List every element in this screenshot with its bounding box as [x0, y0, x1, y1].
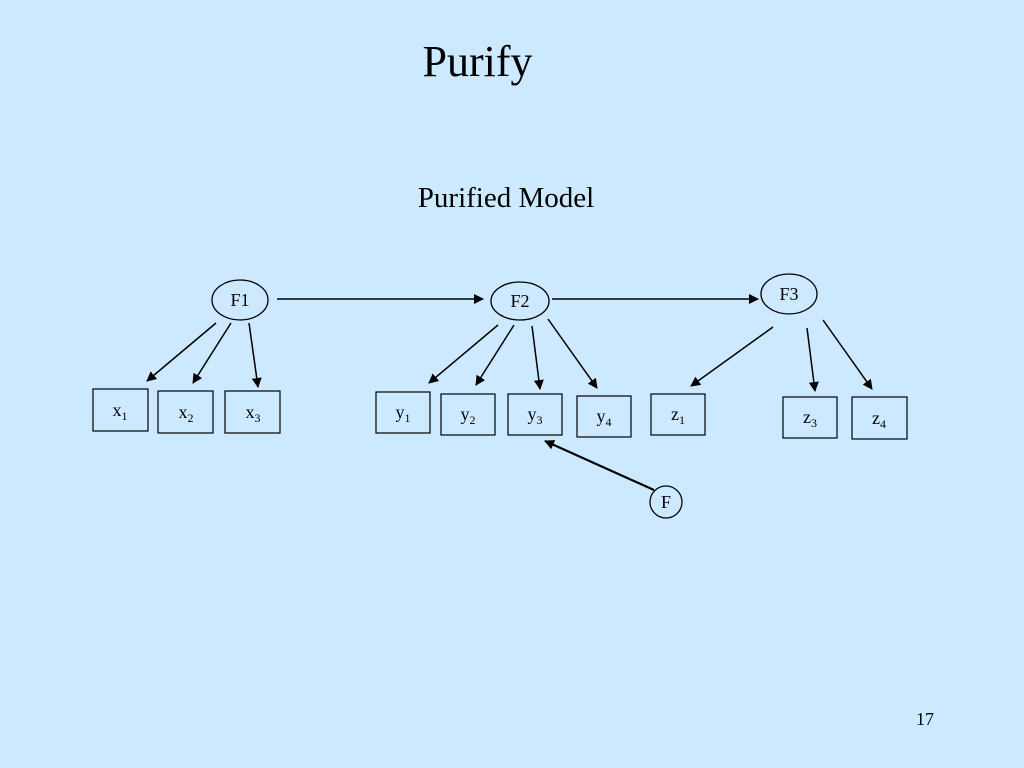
svg-text:y3: y3	[528, 404, 543, 427]
indicator-y4-label: y	[597, 406, 606, 426]
indicator-z3: z3	[782, 396, 838, 439]
indicator-y2-subscript: 2	[470, 413, 476, 427]
indicator-x2-label: x	[179, 402, 188, 422]
slide-title: Purify	[422, 37, 533, 86]
indicator-y3-subscript: 3	[537, 413, 543, 427]
indicator-z1-label: z	[671, 404, 679, 424]
edge-f2-to-y2	[475, 324, 515, 386]
indicator-z4-subscript: 4	[880, 417, 886, 431]
edge-f2-to-y1	[428, 324, 499, 384]
svg-text:x2: x2	[179, 402, 194, 425]
edge-f2-to-y4	[547, 318, 598, 389]
indicator-z4: z4	[851, 396, 908, 440]
svg-text:x1: x1	[113, 400, 128, 423]
factor-f3: F3	[760, 273, 818, 315]
indicator-z3-subscript: 3	[811, 416, 817, 430]
edge-f3-to-z4	[822, 319, 873, 390]
indicator-x3-subscript: 3	[255, 411, 261, 425]
factor-f1-label: F1	[230, 290, 249, 310]
svg-text:y4: y4	[597, 406, 612, 429]
edge-f1-to-x2	[192, 322, 232, 384]
indicator-y3: y3	[507, 393, 563, 436]
indicator-y4-subscript: 4	[606, 415, 612, 429]
indicator-y1-subscript: 1	[405, 411, 411, 425]
indicator-x2: x2	[157, 390, 214, 434]
indicator-y2-label: y	[461, 404, 470, 424]
factor-f1: F1	[211, 279, 269, 321]
page-number: 17	[916, 709, 934, 729]
indicator-z1-subscript: 1	[679, 413, 685, 427]
indicator-y1-label: y	[396, 402, 405, 422]
edge-layer	[146, 294, 873, 492]
indicator-x2-subscript: 2	[188, 411, 194, 425]
indicator-x1: x1	[92, 388, 149, 432]
svg-text:x3: x3	[246, 402, 261, 425]
indicator-y1: y1	[375, 391, 431, 434]
svg-text:z1: z1	[671, 404, 685, 427]
diagram-title: Purified Model	[417, 182, 595, 214]
factor-f2-label: F2	[510, 291, 529, 311]
edge-f3-to-z1	[690, 326, 774, 387]
indicator-z3-label: z	[803, 407, 811, 427]
edge-f-to-y3	[544, 439, 655, 492]
factor-f-label: F	[661, 492, 671, 512]
indicator-y3-label: y	[528, 404, 537, 424]
edge-f1-to-x3	[248, 322, 262, 388]
factor-f3-label: F3	[779, 284, 798, 304]
factor-f2: F2	[490, 281, 550, 321]
factor-f: F	[649, 485, 683, 519]
indicator-x3-label: x	[246, 402, 255, 422]
indicator-y2: y2	[440, 393, 496, 436]
svg-text:z4: z4	[872, 408, 886, 431]
indicator-x3: x3	[224, 390, 281, 434]
edge-f2-to-y3	[531, 325, 544, 390]
svg-text:y1: y1	[396, 402, 411, 425]
indicator-z4-label: z	[872, 408, 880, 428]
indicator-y4: y4	[576, 395, 632, 438]
svg-text:y2: y2	[461, 404, 476, 427]
indicator-z1: z1	[650, 393, 706, 436]
indicator-x1-label: x	[113, 400, 122, 420]
indicator-x1-subscript: 1	[122, 409, 128, 423]
svg-text:z3: z3	[803, 407, 817, 430]
edge-f1-to-x1	[146, 322, 217, 382]
edge-f3-to-z3	[806, 327, 819, 392]
